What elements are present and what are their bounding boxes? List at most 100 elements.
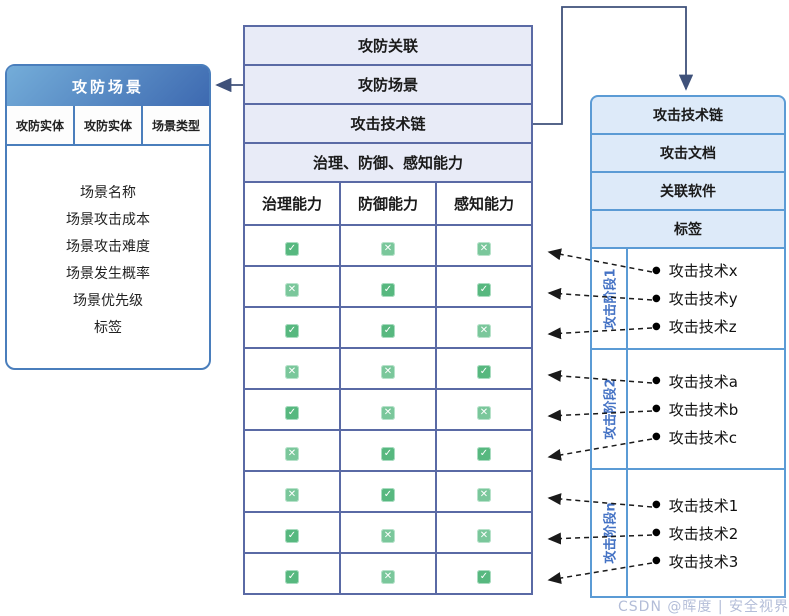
table-row: ✕ ✓ ✕: [243, 470, 533, 513]
attack-technique-item: ● 攻击技术c: [652, 427, 784, 448]
stage-items: ● 攻击技术a ● 攻击技术b ● 攻击技术c: [628, 350, 784, 468]
bullet-icon: ●: [652, 403, 661, 414]
capability-cell: ✓: [243, 306, 341, 349]
capability-cell: ✓: [243, 552, 341, 595]
attack-technique-item: ●攻击技术3: [652, 551, 784, 572]
attack-technique-label: 攻击技术2: [668, 524, 739, 543]
capability-cell: ✓: [243, 388, 341, 431]
attack-technique-label: 攻击技术z: [668, 318, 737, 336]
attack-technique-label: 攻击技术c: [668, 428, 737, 447]
cross-icon: ✕: [381, 569, 395, 584]
cross-icon: ✕: [477, 323, 491, 338]
stage-section: 攻击阶段n●攻击技术1●攻击技术2●攻击技术3: [590, 468, 786, 598]
check-icon: ✓: [477, 282, 491, 297]
stage-label-text: 攻击阶段1: [603, 267, 619, 330]
cross-icon: ✕: [285, 364, 299, 379]
cross-icon: ✕: [381, 241, 395, 256]
attack-technique-label: 攻击技术1: [668, 496, 739, 515]
cross-icon: ✕: [381, 364, 395, 379]
capability-cell: ✓: [339, 470, 437, 513]
bullet-icon: ●: [652, 527, 661, 538]
scenario-box: 攻防场景 攻防实体攻防实体场景类型 场景名称场景攻击成本场景攻击难度场景发生概率…: [5, 64, 211, 370]
capability-header-row: 治理能力防御能力感知能力: [243, 181, 533, 226]
cross-icon: ✕: [381, 405, 395, 420]
table-row: ✕ ✕ ✓: [243, 347, 533, 390]
attack-technique-item: ● 攻击技术x: [652, 260, 784, 281]
bullet-icon: ●: [652, 431, 661, 442]
tech-chain-row: 攻击技术链: [590, 95, 786, 135]
capability-cell: ✓: [435, 265, 533, 308]
capability-cell: ✓: [435, 552, 533, 595]
capability-cell: ✕: [243, 429, 341, 472]
stage-label-text: 攻击阶段2: [603, 378, 619, 440]
relation-row: 治理、防御、感知能力: [243, 142, 533, 183]
capability-cell: ✕: [435, 511, 533, 554]
cross-icon: ✕: [285, 446, 299, 461]
relation-stack: 攻防关联攻防场景攻击技术链治理、防御、感知能力: [243, 25, 533, 183]
check-icon: ✓: [285, 323, 299, 338]
check-icon: ✓: [381, 323, 395, 338]
capability-header-cell: 防御能力: [339, 181, 437, 226]
capability-cell: ✓: [339, 306, 437, 349]
capability-cell: ✕: [339, 388, 437, 431]
check-icon: ✓: [477, 364, 491, 379]
capability-cell: ✕: [435, 224, 533, 267]
capability-header-cell: 治理能力: [243, 181, 341, 226]
table-row: ✕ ✓ ✓: [243, 429, 533, 472]
capability-table: 治理能力防御能力感知能力 ✓✕✕✕✓✓✓✓✕✕✕✓✓✕✕✕✓✓✕✓✕✓✕✕✓✕✓: [243, 181, 533, 595]
cross-icon: ✕: [477, 528, 491, 543]
capability-cell: ✕: [435, 388, 533, 431]
capability-cell: ✓: [339, 265, 437, 308]
table-row: ✓ ✕ ✕: [243, 388, 533, 431]
tech-chain-row: 标签: [590, 209, 786, 249]
tech-chain-row: 关联软件: [590, 171, 786, 211]
capability-cell: ✕: [339, 511, 437, 554]
scenario-tab: 攻防实体: [7, 106, 75, 144]
scenario-box-title: 攻防场景: [7, 66, 209, 106]
capability-cell: ✕: [243, 265, 341, 308]
scenario-field: 场景发生概率: [66, 266, 150, 282]
stage-items: ●攻击技术1●攻击技术2●攻击技术3: [628, 470, 784, 596]
check-icon: ✓: [381, 282, 395, 297]
scenario-fields: 场景名称场景攻击成本场景攻击难度场景发生概率场景优先级标签: [7, 146, 209, 342]
cross-icon: ✕: [477, 405, 491, 420]
stage-section: 攻击阶段2 ● 攻击技术a ● 攻击技术b ● 攻击技术c: [590, 348, 786, 470]
scenario-field: 场景攻击难度: [66, 239, 150, 255]
capability-cell: ✓: [243, 224, 341, 267]
scenario-field: 标签: [94, 320, 122, 336]
check-icon: ✓: [285, 241, 299, 256]
attack-technique-label: 攻击技术a: [668, 372, 738, 391]
cross-icon: ✕: [381, 528, 395, 543]
attack-technique-label: 攻击技术x: [668, 262, 738, 280]
attack-technique-item: ●攻击技术1: [652, 495, 784, 516]
check-icon: ✓: [477, 446, 491, 461]
relation-row: 攻防场景: [243, 64, 533, 105]
relation-row: 攻防关联: [243, 25, 533, 66]
capability-cell: ✕: [339, 552, 437, 595]
capability-cell: ✕: [339, 224, 437, 267]
capability-cell: ✕: [243, 470, 341, 513]
scenario-field: 场景优先级: [73, 293, 143, 309]
capability-cell: ✓: [339, 429, 437, 472]
capability-cell: ✕: [435, 470, 533, 513]
bullet-icon: ●: [652, 375, 661, 386]
stage-label-text: 攻击阶段n: [603, 502, 619, 564]
attack-technique-label: 攻击技术y: [668, 290, 738, 308]
bullet-icon: ●: [652, 264, 661, 276]
capability-cell: ✕: [243, 347, 341, 390]
capability-cell: ✕: [435, 306, 533, 349]
tech-chain-row: 攻击文档: [590, 133, 786, 173]
check-icon: ✓: [381, 487, 395, 502]
capability-cell: ✓: [435, 429, 533, 472]
attack-technique-item: ● 攻击技术a: [652, 371, 784, 392]
attack-technique-label: 攻击技术b: [668, 400, 739, 419]
table-row: ✓ ✕ ✕: [243, 224, 533, 267]
attack-technique-item: ●攻击技术y: [652, 288, 784, 309]
check-icon: ✓: [381, 446, 395, 461]
table-row: ✓ ✓ ✕: [243, 306, 533, 349]
check-icon: ✓: [285, 569, 299, 584]
table-row: ✕ ✓ ✓: [243, 265, 533, 308]
scenario-tab: 场景类型: [143, 106, 209, 144]
bullet-icon: ●: [652, 555, 661, 566]
